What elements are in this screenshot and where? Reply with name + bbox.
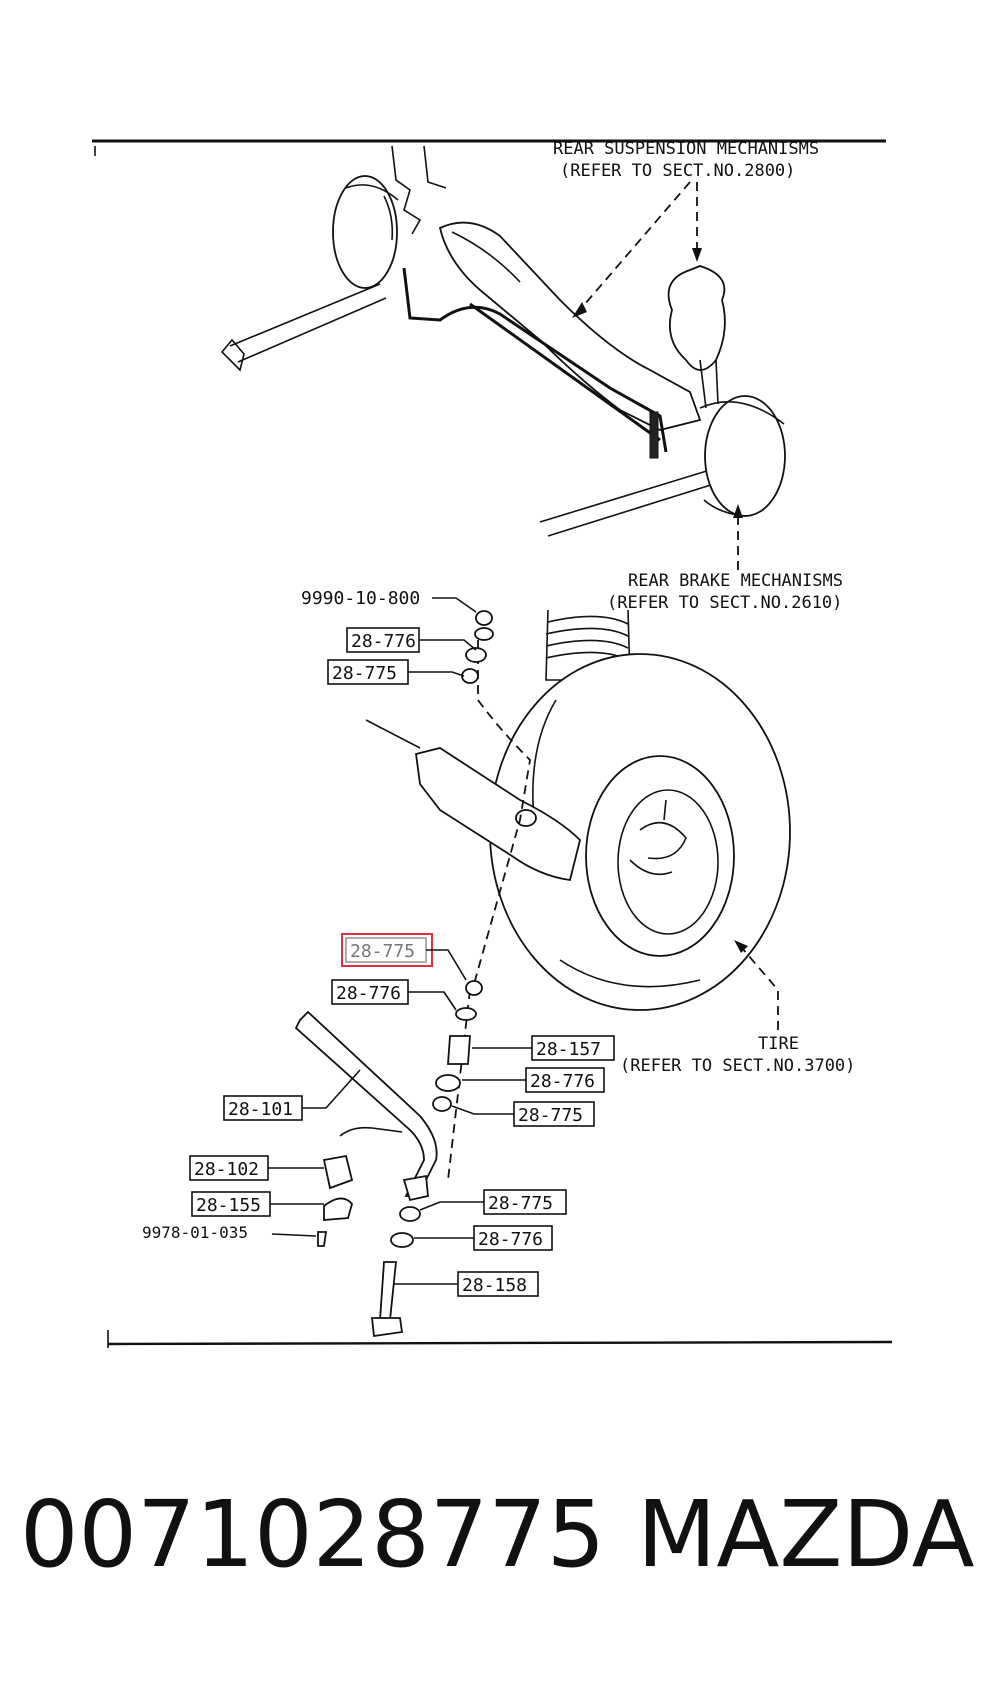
part-code-bushing-lower: 28-775 <box>488 1193 553 1214</box>
part-code-washer-right: 28-776 <box>530 1071 595 1092</box>
rear-suspension-label-line2: (REFER TO SECT.NO.2800) <box>560 161 795 181</box>
part-code-bushing-right: 28-775 <box>518 1105 583 1126</box>
part-code-nut-top: 9990-10-800 <box>301 588 420 609</box>
rear-suspension-leader <box>577 181 691 313</box>
part-code-bushing-top: 28-775 <box>332 663 397 684</box>
part-code-bushing-highlighted: 28-775 <box>350 941 415 962</box>
rear-suspension-label-line1: REAR SUSPENSION MECHANISMS <box>553 139 819 159</box>
part-code-spacer: 28-157 <box>536 1039 601 1060</box>
wheel-and-tire-illustration <box>365 609 791 1011</box>
link-hardware <box>370 610 531 1338</box>
footer-brand: MAZDA <box>637 1481 975 1588</box>
part-code-bar-bushing: 28-102 <box>194 1159 259 1180</box>
part-code-bracket: 28-155 <box>196 1195 261 1216</box>
rear-axle-illustration <box>220 145 786 537</box>
tire-leader <box>741 947 779 1030</box>
footer-part-number: 0071028775 <box>20 1481 606 1588</box>
part-code-stabilizer-bar: 28-101 <box>228 1099 293 1120</box>
part-code-bolt-small: 9978-01-035 <box>142 1223 248 1242</box>
part-code-washer-mid: 28-776 <box>336 983 401 1004</box>
bottom-border-line <box>107 1340 893 1346</box>
tire-label-line1: TIRE <box>758 1034 799 1054</box>
footer: 0071028775 MAZDA <box>20 1480 980 1590</box>
part-code-washer-lower: 28-776 <box>478 1229 543 1250</box>
stabilizer-bar-illustration <box>294 1010 438 1247</box>
tire-label-line2: (REFER TO SECT.NO.3700) <box>620 1056 855 1076</box>
rear-brake-label-line2: (REFER TO SECT.NO.2610) <box>607 593 842 613</box>
rear-brake-label-line1: REAR BRAKE MECHANISMS <box>628 571 843 591</box>
part-code-washer-top: 28-776 <box>351 631 416 652</box>
part-code-link-bolt: 28-158 <box>462 1275 527 1296</box>
